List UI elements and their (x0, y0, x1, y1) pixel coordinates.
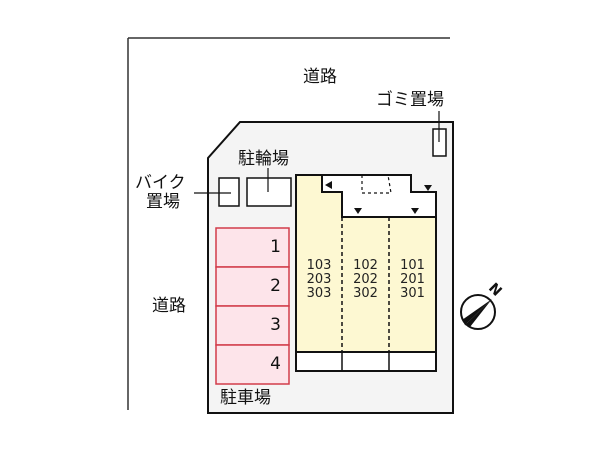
door-arrow-icon (411, 208, 419, 214)
parking-space-1: 1 (270, 237, 281, 257)
parking-label: 駐車場 (220, 388, 271, 408)
entrance-arrow-left-icon (325, 181, 332, 189)
door-arrow-icon (354, 208, 362, 214)
garbage-area-label: ゴミ置場 (376, 90, 444, 110)
parking-space-4: 4 (270, 354, 281, 374)
room-number: 102 (353, 258, 378, 273)
room-number: 203 (306, 272, 332, 287)
room-number: 101 (400, 258, 425, 273)
entrance-corridor (321, 174, 437, 218)
parking-space-3: 3 (270, 315, 281, 335)
room-number: 103 (306, 258, 332, 273)
unit-column-middle: 102 202 302 (344, 259, 387, 301)
compass-icon (460, 294, 496, 330)
parking-space-2: 2 (270, 276, 281, 296)
motorbike-parking-label-line1: バイク (135, 173, 186, 193)
bicycle-parking-label: 駐輪場 (238, 149, 289, 169)
room-number: 303 (306, 286, 332, 301)
parking-area (215, 227, 290, 385)
room-number: 202 (353, 272, 378, 287)
stairs-outline (361, 174, 392, 194)
door-arrow-icon (424, 185, 432, 191)
unit-column-right: 101 201 301 (391, 259, 434, 301)
unit-column-left: 103 203 303 (298, 259, 340, 301)
bicycle-area (246, 177, 292, 207)
room-number: 302 (353, 286, 378, 301)
road-label-left: 道路 (152, 296, 186, 316)
road-label-top: 道路 (303, 67, 337, 87)
room-number: 301 (400, 286, 425, 301)
motorbike-area (218, 177, 240, 207)
room-number: 201 (400, 272, 425, 287)
motorbike-parking-label-line2: 置場 (146, 192, 180, 212)
balcony-strip (295, 351, 437, 372)
